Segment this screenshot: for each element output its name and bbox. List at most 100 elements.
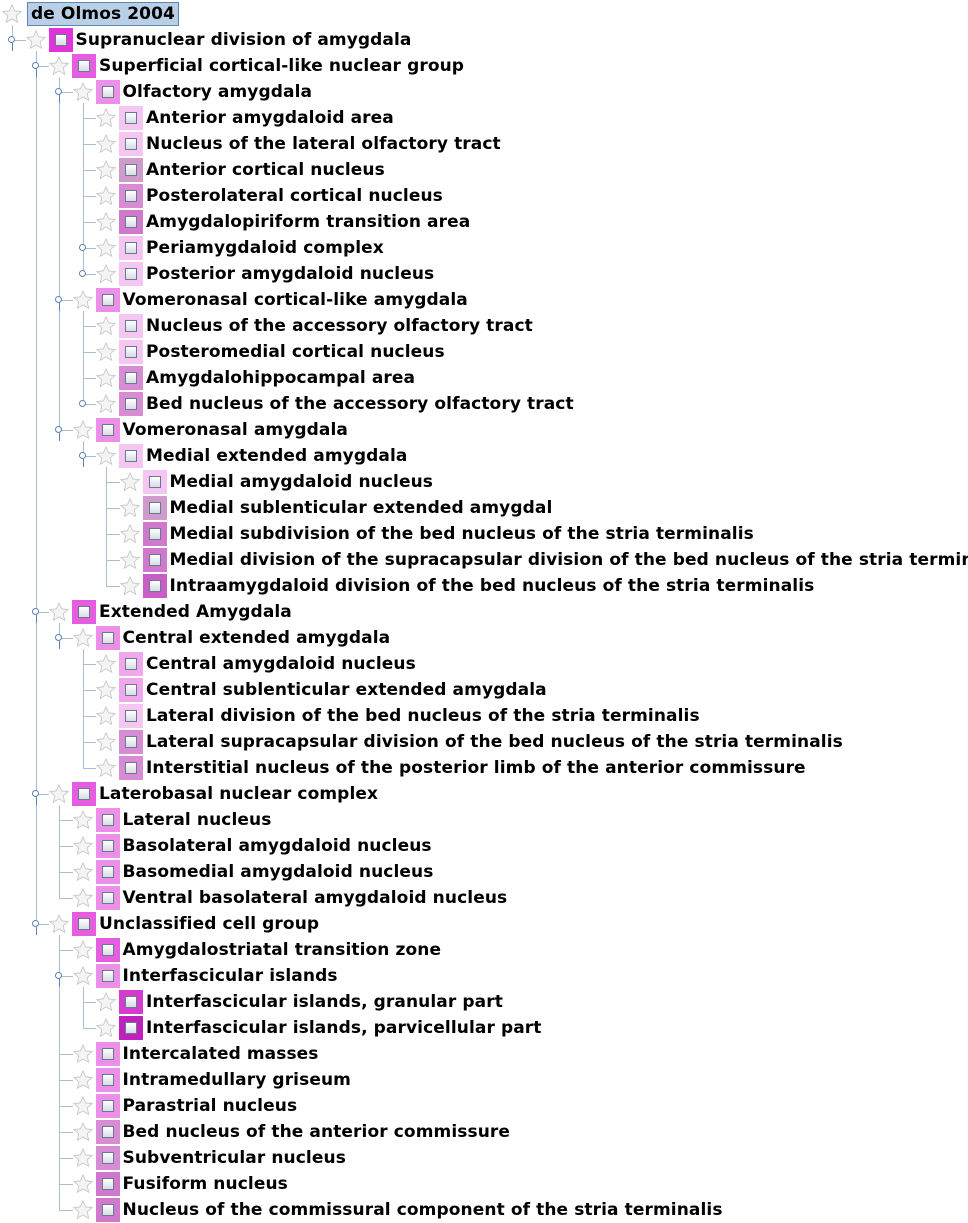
- region-color-checkbox[interactable]: [119, 106, 143, 130]
- tree-node-label[interactable]: Medial amygdaloid nucleus: [169, 472, 434, 492]
- collapse-handle-icon[interactable]: [55, 634, 62, 641]
- star-icon[interactable]: [47, 782, 71, 806]
- region-color-checkbox[interactable]: [119, 184, 143, 208]
- region-color-checkbox[interactable]: [95, 626, 120, 650]
- tree-node-label[interactable]: Intercalated masses: [122, 1044, 319, 1064]
- tree-node-label[interactable]: Central amygdaloid nucleus: [146, 654, 416, 674]
- star-icon[interactable]: [71, 626, 95, 650]
- tree-node[interactable]: Central extended amygdala: [71, 625, 391, 651]
- star-icon[interactable]: [94, 340, 118, 364]
- tree-node[interactable]: Medial division of the supracapsular div…: [118, 547, 968, 573]
- tree-node[interactable]: Subventricular nucleus: [71, 1145, 346, 1171]
- tree-node[interactable]: Posterolateral cortical nucleus: [94, 183, 443, 209]
- expand-handle-icon[interactable]: [78, 400, 86, 407]
- star-icon[interactable]: [94, 184, 118, 208]
- region-color-checkbox[interactable]: [95, 834, 120, 858]
- tree-node-label[interactable]: Amygdalostriatal transition zone: [122, 940, 442, 960]
- tree-node[interactable]: Medial amygdaloid nucleus: [118, 469, 434, 495]
- tree-node[interactable]: Basomedial amygdaloid nucleus: [71, 859, 434, 885]
- star-icon[interactable]: [94, 990, 118, 1014]
- star-icon[interactable]: [47, 54, 71, 78]
- star-icon[interactable]: [71, 964, 95, 988]
- region-color-checkbox[interactable]: [48, 28, 73, 52]
- region-color-checkbox[interactable]: [95, 938, 120, 962]
- star-icon[interactable]: [47, 600, 71, 624]
- star-icon[interactable]: [71, 834, 95, 858]
- star-icon[interactable]: [94, 262, 118, 286]
- collapse-handle-icon[interactable]: [31, 62, 39, 69]
- tree-node[interactable]: Lateral division of the bed nucleus of t…: [94, 703, 700, 729]
- tree-node-label[interactable]: Olfactory amygdala: [122, 82, 313, 102]
- region-color-checkbox[interactable]: [119, 236, 143, 260]
- star-icon[interactable]: [71, 288, 95, 312]
- tree-node[interactable]: Bed nucleus of the anterior commissure: [71, 1119, 511, 1145]
- tree-node-label[interactable]: Laterobasal nuclear complex: [99, 784, 379, 804]
- tree-node[interactable]: Nucleus of the lateral olfactory tract: [94, 131, 501, 157]
- tree-root-label[interactable]: de Olmos 2004: [27, 2, 179, 26]
- tree-node-label[interactable]: Nucleus of the accessory olfactory tract: [146, 316, 533, 336]
- tree-node[interactable]: Posterior amygdaloid nucleus: [94, 261, 434, 287]
- region-color-checkbox[interactable]: [95, 1172, 120, 1196]
- tree-node-label[interactable]: Basolateral amygdaloid nucleus: [122, 836, 432, 856]
- tree-node[interactable]: Interfascicular islands, granular part: [94, 989, 503, 1015]
- collapse-handle-icon[interactable]: [55, 426, 62, 433]
- expand-handle-icon[interactable]: [78, 270, 86, 277]
- tree-node[interactable]: Parastrial nucleus: [71, 1093, 298, 1119]
- tree-node-label[interactable]: Medial division of the supracapsular div…: [169, 550, 968, 570]
- region-color-checkbox[interactable]: [119, 756, 143, 780]
- collapse-handle-icon[interactable]: [31, 608, 39, 615]
- collapse-handle-icon[interactable]: [8, 36, 15, 43]
- region-color-checkbox[interactable]: [95, 418, 120, 442]
- star-icon[interactable]: [71, 1172, 95, 1196]
- tree-node-label[interactable]: Posterolateral cortical nucleus: [146, 186, 443, 206]
- region-color-checkbox[interactable]: [142, 574, 167, 598]
- tree-node[interactable]: Amygdalohippocampal area: [94, 365, 415, 391]
- tree-node[interactable]: Medial extended amygdala: [94, 443, 407, 469]
- tree-node[interactable]: Laterobasal nuclear complex: [47, 781, 378, 807]
- collapse-handle-icon[interactable]: [31, 920, 39, 927]
- star-icon[interactable]: [71, 886, 95, 910]
- collapse-handle-icon[interactable]: [78, 452, 86, 459]
- tree-node-label[interactable]: Medial sublenticular extended amygdal: [169, 498, 553, 518]
- tree-node-label[interactable]: Bed nucleus of the anterior commissure: [122, 1122, 511, 1142]
- tree-node-label[interactable]: Basomedial amygdaloid nucleus: [122, 862, 434, 882]
- tree-node-label[interactable]: Superficial cortical-like nuclear group: [99, 56, 465, 76]
- tree-node[interactable]: Nucleus of the accessory olfactory tract: [94, 313, 533, 339]
- star-icon[interactable]: [118, 574, 142, 598]
- tree-node-label[interactable]: Ventral basolateral amygdaloid nucleus: [122, 888, 508, 908]
- tree-node-label[interactable]: Bed nucleus of the accessory olfactory t…: [146, 394, 574, 414]
- tree-node[interactable]: Superficial cortical-like nuclear group: [47, 53, 464, 79]
- region-color-checkbox[interactable]: [72, 912, 96, 936]
- tree-node-label[interactable]: Interfascicular islands, parvicellular p…: [146, 1018, 542, 1038]
- tree-node[interactable]: Fusiform nucleus: [71, 1171, 288, 1197]
- region-color-checkbox[interactable]: [142, 470, 167, 494]
- star-icon[interactable]: [94, 132, 118, 156]
- star-icon[interactable]: [71, 1198, 95, 1222]
- tree-root[interactable]: de Olmos 2004: [0, 1, 179, 27]
- tree-node-label[interactable]: Central extended amygdala: [122, 628, 391, 648]
- region-color-checkbox[interactable]: [142, 522, 167, 546]
- star-icon[interactable]: [47, 912, 71, 936]
- region-color-checkbox[interactable]: [119, 392, 143, 416]
- region-color-checkbox[interactable]: [119, 262, 143, 286]
- region-color-checkbox[interactable]: [95, 860, 120, 884]
- tree-node[interactable]: Lateral supracapsular division of the be…: [94, 729, 843, 755]
- region-color-checkbox[interactable]: [72, 54, 96, 78]
- region-color-checkbox[interactable]: [95, 886, 120, 910]
- region-color-checkbox[interactable]: [72, 782, 96, 806]
- tree-node-label[interactable]: Lateral division of the bed nucleus of t…: [146, 706, 700, 726]
- tree-node[interactable]: Basolateral amygdaloid nucleus: [71, 833, 432, 859]
- tree-node-label[interactable]: Fusiform nucleus: [122, 1174, 288, 1194]
- star-icon[interactable]: [94, 444, 118, 468]
- region-color-checkbox[interactable]: [95, 964, 120, 988]
- region-color-checkbox[interactable]: [142, 548, 167, 572]
- tree-node[interactable]: Central sublenticular extended amygdala: [94, 677, 547, 703]
- star-icon[interactable]: [94, 158, 118, 182]
- region-color-checkbox[interactable]: [72, 600, 96, 624]
- tree-node[interactable]: Periamygdaloid complex: [94, 235, 384, 261]
- star-icon[interactable]: [71, 80, 95, 104]
- region-color-checkbox[interactable]: [119, 1016, 143, 1040]
- tree-node[interactable]: Posteromedial cortical nucleus: [94, 339, 445, 365]
- region-color-checkbox[interactable]: [119, 366, 143, 390]
- tree-node[interactable]: Intramedullary griseum: [71, 1067, 351, 1093]
